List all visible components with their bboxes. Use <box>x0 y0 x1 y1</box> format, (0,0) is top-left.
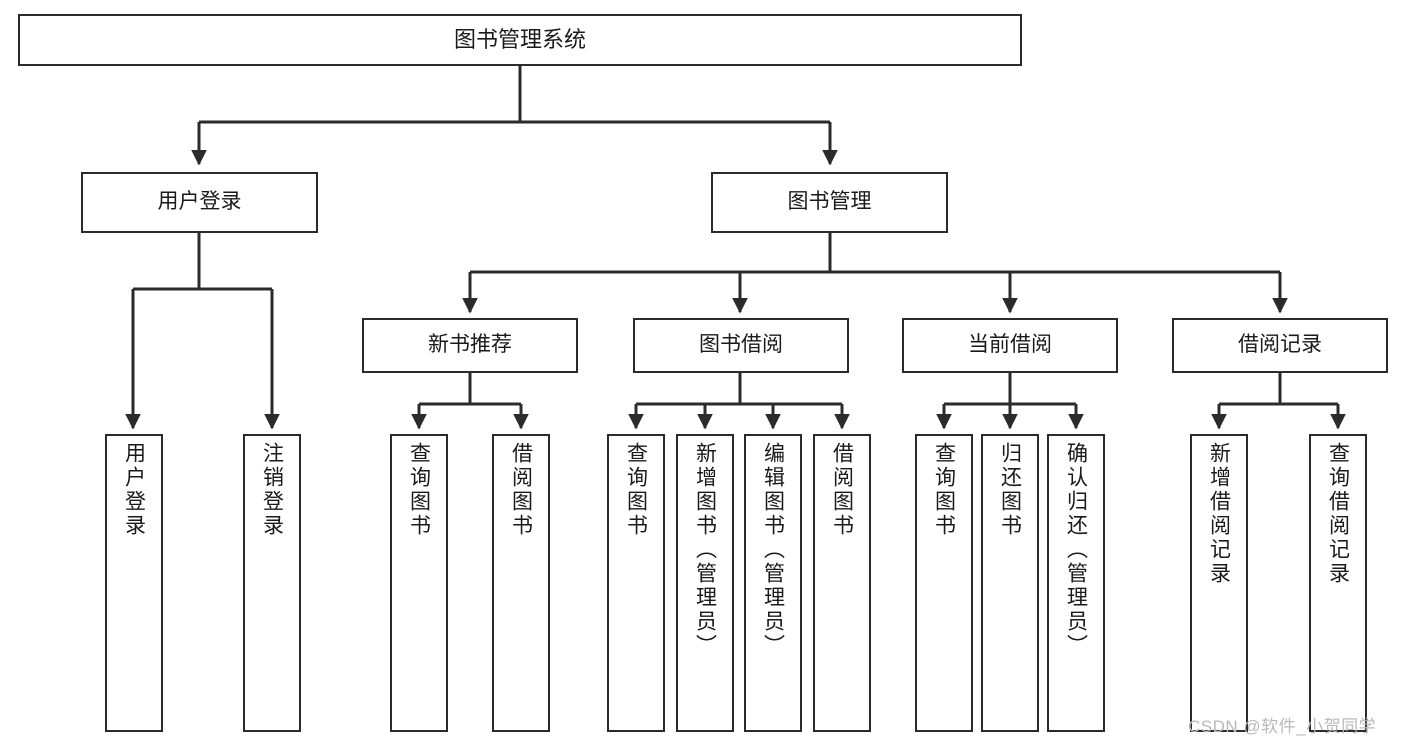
node-label: 借阅记录 <box>1238 333 1322 357</box>
leaf-add-book-admin[interactable]: 新增图书（管理员） <box>676 434 734 732</box>
node-label: 查询图书 <box>932 442 956 538</box>
leaf-user-login[interactable]: 用户登录 <box>105 434 163 732</box>
node-book-borrow[interactable]: 图书借阅 <box>633 318 849 373</box>
node-borrow-record[interactable]: 借阅记录 <box>1172 318 1388 373</box>
node-current-borrow[interactable]: 当前借阅 <box>902 318 1118 373</box>
node-root-system[interactable]: 图书管理系统 <box>18 14 1022 66</box>
node-label: 借阅图书 <box>830 442 854 538</box>
leaf-add-borrow-record[interactable]: 新增借阅记录 <box>1190 434 1248 732</box>
node-label: 图书管理 <box>787 190 872 214</box>
node-label: 图书管理系统 <box>453 27 586 53</box>
node-label: 用户登录 <box>122 442 146 538</box>
node-label: 归还图书 <box>998 442 1022 538</box>
node-label: 确认归还（管理员） <box>1064 442 1088 658</box>
leaf-query-book-new[interactable]: 查询图书 <box>390 434 448 732</box>
node-label: 新增借阅记录 <box>1207 442 1231 586</box>
leaf-edit-book-admin[interactable]: 编辑图书（管理员） <box>744 434 802 732</box>
leaf-confirm-return-admin[interactable]: 确认归还（管理员） <box>1047 434 1105 732</box>
leaf-user-logout[interactable]: 注销登录 <box>243 434 301 732</box>
node-label: 注销登录 <box>260 442 284 538</box>
node-user-login[interactable]: 用户登录 <box>81 172 318 233</box>
node-label: 新书推荐 <box>428 333 512 357</box>
leaf-borrow-book-new[interactable]: 借阅图书 <box>492 434 550 732</box>
node-label: 查询图书 <box>624 442 648 538</box>
node-label: 用户登录 <box>157 190 242 214</box>
node-label: 借阅图书 <box>509 442 533 538</box>
leaf-borrow-book[interactable]: 借阅图书 <box>813 434 871 732</box>
node-new-book-recommend[interactable]: 新书推荐 <box>362 318 578 373</box>
node-label: 编辑图书（管理员） <box>761 442 785 658</box>
leaf-query-borrow-record[interactable]: 查询借阅记录 <box>1309 434 1367 732</box>
node-label: 新增图书（管理员） <box>693 442 717 658</box>
leaf-query-book-current[interactable]: 查询图书 <box>915 434 973 732</box>
node-label: 图书借阅 <box>699 333 783 357</box>
leaf-query-book-borrow[interactable]: 查询图书 <box>607 434 665 732</box>
leaf-return-book[interactable]: 归还图书 <box>981 434 1039 732</box>
node-label: 查询借阅记录 <box>1326 442 1350 586</box>
node-label: 当前借阅 <box>968 333 1052 357</box>
watermark-text: CSDN @软件_小贺同学 <box>1188 717 1377 736</box>
node-label: 查询图书 <box>407 442 431 538</box>
node-book-management[interactable]: 图书管理 <box>711 172 948 233</box>
